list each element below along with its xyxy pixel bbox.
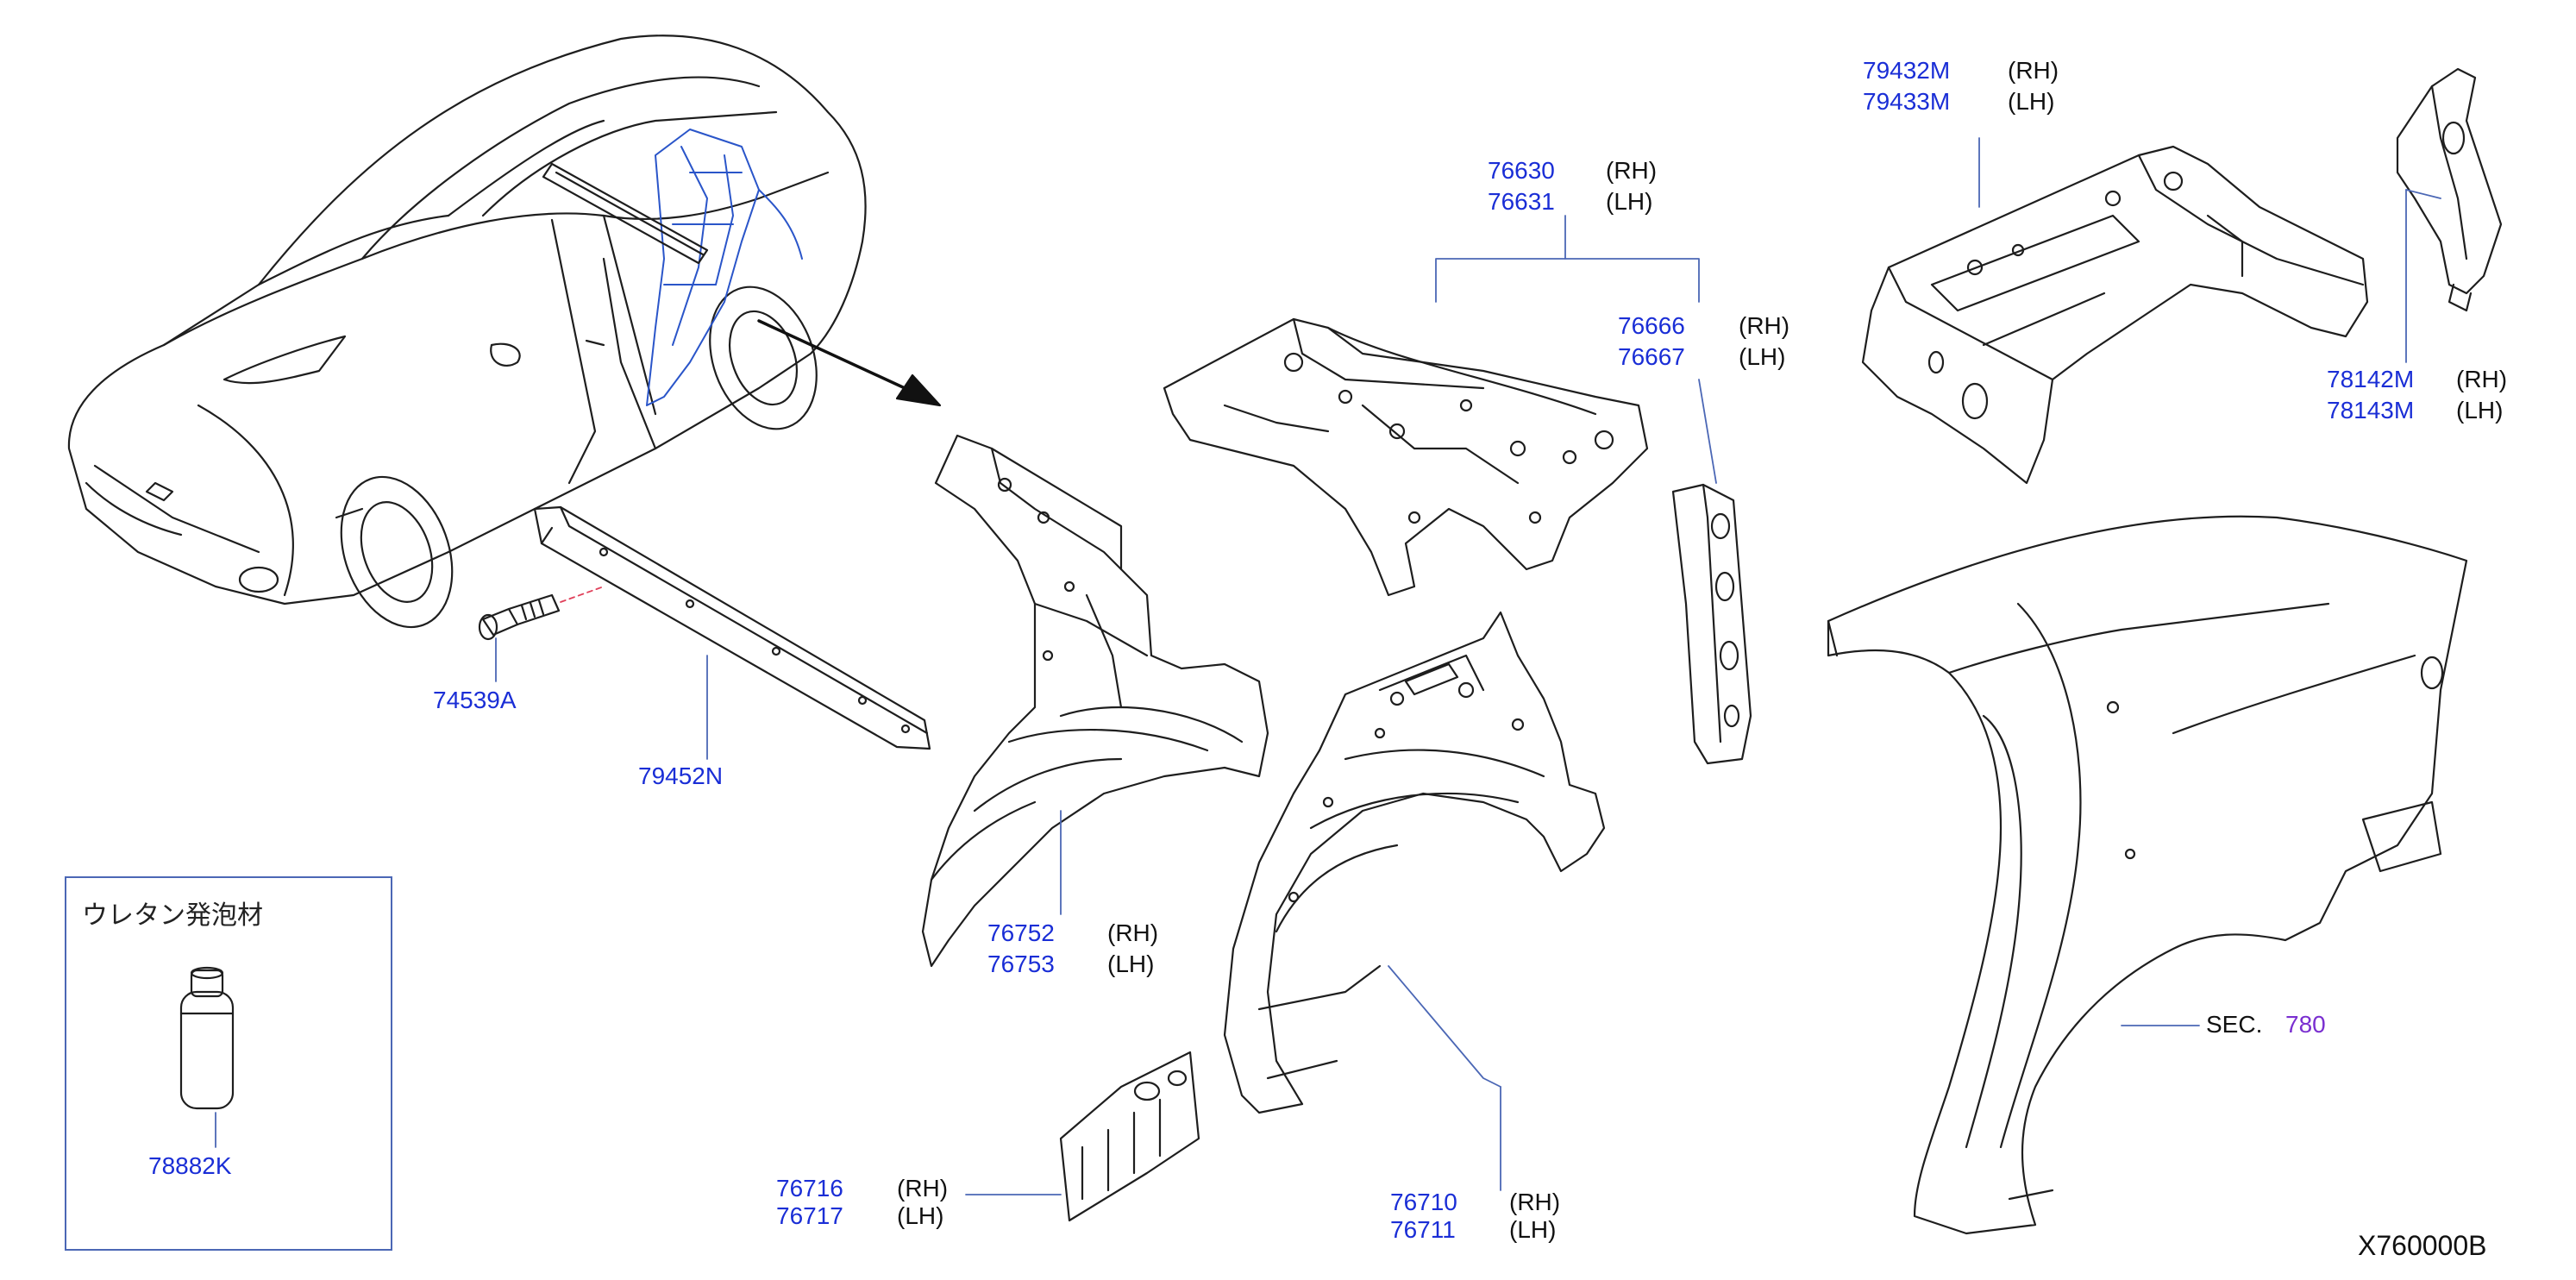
urethane-foam-title: ウレタン発泡材 [82, 900, 263, 931]
vehicle-overview-drawing [67, 35, 942, 629]
quarter-panel-sec780-drawing [1827, 515, 2468, 1235]
part-number-76667[interactable]: 76667 [1618, 343, 1685, 370]
part-number-76666[interactable]: 76666 [1618, 312, 1685, 339]
side-label-lh: (LH) [2008, 88, 2055, 115]
figure-id: X760000B [2358, 1230, 2487, 1261]
side-label-rh: (RH) [1606, 157, 1658, 184]
part-number-78882K[interactable]: 78882K [148, 1152, 232, 1179]
side-label-lh: (LH) [1107, 951, 1155, 977]
side-label-lh: (LH) [1739, 343, 1786, 370]
side-label-rh: (RH) [2456, 366, 2508, 392]
bolt-74539A-drawing [478, 586, 605, 682]
part-number-79432M[interactable]: 79432M [1863, 57, 1951, 84]
part-number-78143M[interactable]: 78143M [2327, 397, 2415, 424]
part-number-76716[interactable]: 76716 [776, 1175, 843, 1202]
part-number-76753[interactable]: 76753 [987, 951, 1055, 977]
reinforcement-76666-drawing [1671, 379, 1752, 765]
urethane-foam-can-drawing [179, 966, 235, 1148]
side-label-lh: (LH) [1509, 1216, 1557, 1243]
wheelhouse-outer-76752-drawing [921, 434, 1269, 968]
part-number-76631[interactable]: 76631 [1488, 188, 1555, 215]
side-label-rh: (RH) [897, 1175, 949, 1202]
cross-member-79452N-drawing [533, 505, 931, 760]
side-label-lh: (LH) [2456, 397, 2504, 424]
part-number-76717[interactable]: 76717 [776, 1202, 843, 1229]
part-number-79452N[interactable]: 79452N [638, 762, 724, 789]
section-reference-780[interactable]: 780 [2285, 1011, 2326, 1038]
bracket-78142M-drawing [2396, 67, 2503, 363]
part-number-78142M[interactable]: 78142M [2327, 366, 2415, 392]
side-label-lh: (LH) [897, 1202, 944, 1229]
section-prefix: SEC. [2206, 1011, 2263, 1038]
reinforcement-76716-drawing [965, 1051, 1200, 1222]
rear-floor-79432M-drawing [1861, 137, 2369, 485]
wheelhouse-inner-76710-drawing [1223, 611, 1606, 1191]
part-number-74539A[interactable]: 74539A [433, 687, 517, 713]
side-label-lh: (LH) [1606, 188, 1653, 215]
part-number-76711[interactable]: 76711 [1390, 1216, 1456, 1243]
part-number-76752[interactable]: 76752 [987, 919, 1055, 946]
part-number-79433M[interactable]: 79433M [1863, 88, 1951, 115]
side-label-rh: (RH) [2008, 57, 2059, 84]
urethane-foam-panel: ウレタン発泡材 [65, 876, 392, 1251]
side-label-rh: (RH) [1739, 312, 1790, 339]
part-number-76630[interactable]: 76630 [1488, 157, 1555, 184]
panel-76630-drawing [1163, 215, 1700, 597]
side-label-rh: (RH) [1107, 919, 1159, 946]
side-label-rh: (RH) [1509, 1189, 1561, 1215]
part-number-76710[interactable]: 76710 [1390, 1189, 1457, 1215]
